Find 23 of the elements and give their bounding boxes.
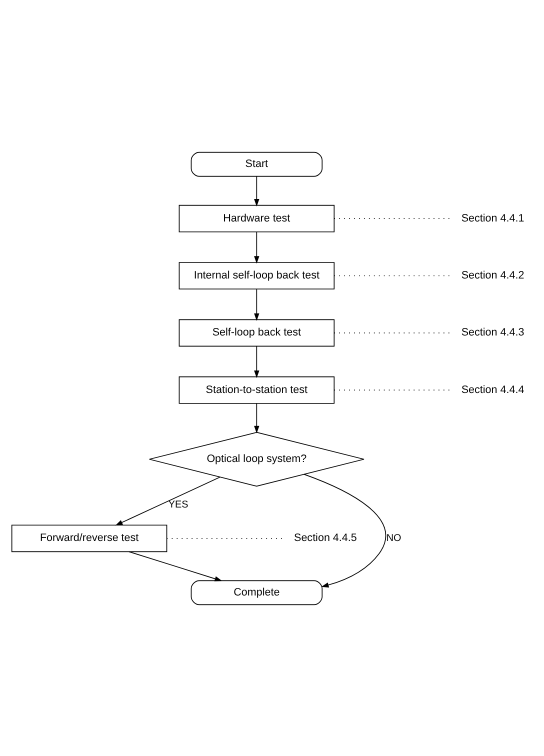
node-box: Complete	[190, 580, 323, 605]
node-text: Section 4.4.1	[461, 212, 524, 224]
node-box: Self-loop back test	[178, 318, 335, 346]
arrow	[304, 473, 386, 588]
node-box: Start	[190, 151, 323, 176]
node-box: Hardware test	[178, 204, 335, 232]
arrow	[128, 550, 222, 581]
node-box: Forward/reverse test	[11, 524, 168, 552]
arrow	[254, 176, 260, 206]
arrow	[254, 231, 260, 264]
edge-label: YES	[168, 498, 188, 510]
node-text: Section 4.4.3	[461, 326, 524, 338]
arrow	[254, 288, 260, 320]
node-box: Station-to-station test	[178, 376, 335, 404]
arrow	[254, 345, 260, 378]
edge-label: NO	[386, 532, 402, 544]
node-box: Internal self-loop back test	[178, 262, 335, 289]
node-text: Section 4.4.4	[461, 383, 524, 396]
node-text: Section 4.4.5	[294, 532, 357, 544]
arrow	[254, 402, 260, 433]
node-text: Section 4.4.2	[461, 269, 524, 282]
arrow	[115, 476, 220, 526]
node-diamond: Optical loop system?	[148, 431, 364, 486]
